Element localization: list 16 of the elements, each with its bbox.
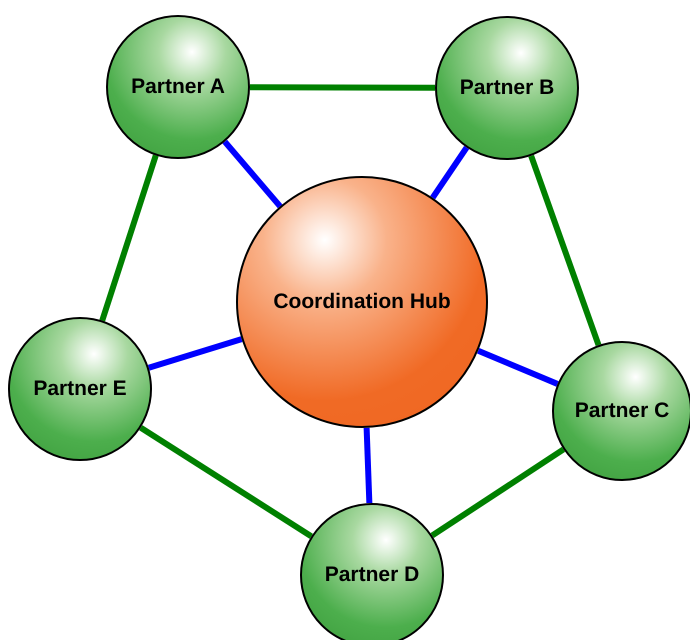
connector-line [148,336,242,371]
connector-line [250,84,435,91]
connector-line [528,154,602,346]
connector-line [99,154,159,322]
connector-line [430,446,566,538]
connector-line [364,428,372,504]
node-label: Partner B [460,74,554,101]
node-label: Coordination Hub [273,288,451,315]
node-label: Partner C [574,398,670,424]
node-label: Partner A [131,74,225,100]
connector-line [477,348,559,387]
node-label: Partner D [324,562,420,588]
connector-line [430,146,470,200]
connector-line [139,425,313,539]
node-label: Partner E [33,376,127,402]
connector-line [222,140,282,208]
